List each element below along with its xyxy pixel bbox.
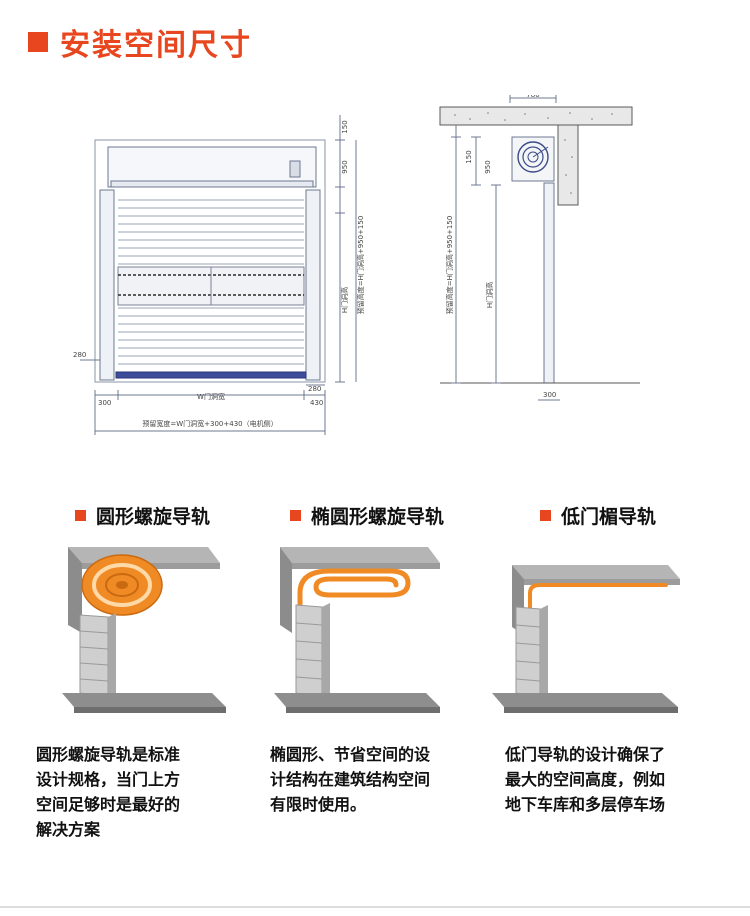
front-right-dim: 280: [308, 385, 321, 393]
side-view-drawing: [439, 95, 640, 401]
front-view-drawing: [80, 115, 357, 435]
desc-elliptical: 椭圆形、节省空间的设 计结构在建筑结构空间 有限时使用。: [270, 745, 431, 814]
bottom-divider: [0, 906, 750, 908]
section-title-low-lintel: 低门楣导轨: [540, 502, 656, 529]
side-height-label: 预留高度=H门洞高+950+150: [445, 216, 454, 315]
front-height-label: 预留高度=H门洞高+950+150: [356, 216, 365, 315]
section-title-circular: 圆形螺旋导轨: [75, 502, 210, 529]
front-h-label: H门洞高: [340, 287, 349, 313]
page-title: 安装空间尺寸: [60, 28, 252, 63]
low-rail-icon: [528, 583, 668, 609]
section-header: 安装空间尺寸: [28, 22, 252, 63]
bullet-square-icon: [75, 510, 86, 521]
low-lintel-rail-illustration: [492, 565, 680, 713]
bullet-square-icon: [290, 510, 301, 521]
door-panel-stack: [79, 613, 116, 698]
elliptical-rail-illustration: [274, 547, 440, 713]
front-bottom-right-dim: 430: [310, 399, 323, 407]
bullet-square-icon: [540, 510, 551, 521]
side-bottom-dim: 300: [543, 391, 556, 399]
concrete-texture: [454, 112, 613, 194]
front-total-width-label: 预留宽度=W门洞宽+300+430（电机侧）: [142, 419, 277, 428]
coil-icon: [81, 554, 163, 616]
door-panel-stack: [515, 605, 548, 698]
side-top-dim: 780: [526, 95, 539, 99]
desc-circular: 圆形螺旋导轨是标准 设计规格，当门上方 空间足够时是最好的 解决方案: [36, 745, 181, 839]
side-h-label: H门洞高: [485, 282, 494, 308]
door-panel-stack: [295, 603, 330, 698]
elliptical-coil-icon: [297, 568, 411, 608]
front-mid-dim: 950: [341, 160, 349, 173]
technical-drawings: 150 950 预留高度=H门洞高+950+150 H门洞高 280 280 3…: [73, 95, 640, 435]
circular-rail-illustration: [62, 547, 226, 713]
side-dim-150: 150: [465, 150, 473, 163]
front-w-label: W门洞宽: [197, 392, 225, 401]
front-top-dim: 150: [341, 120, 349, 133]
front-left-dim: 280: [73, 351, 86, 359]
desc-low-lintel: 低门导轨的设计确保了 最大的空间高度，例如 地下车库和多层停车场: [505, 745, 666, 814]
section-title-elliptical: 椭圆形螺旋导轨: [290, 502, 444, 529]
front-bottom-left-dim: 300: [98, 399, 111, 407]
door-slats: [118, 199, 304, 365]
side-dim-950: 950: [484, 160, 492, 173]
header-square-icon: [28, 32, 48, 52]
